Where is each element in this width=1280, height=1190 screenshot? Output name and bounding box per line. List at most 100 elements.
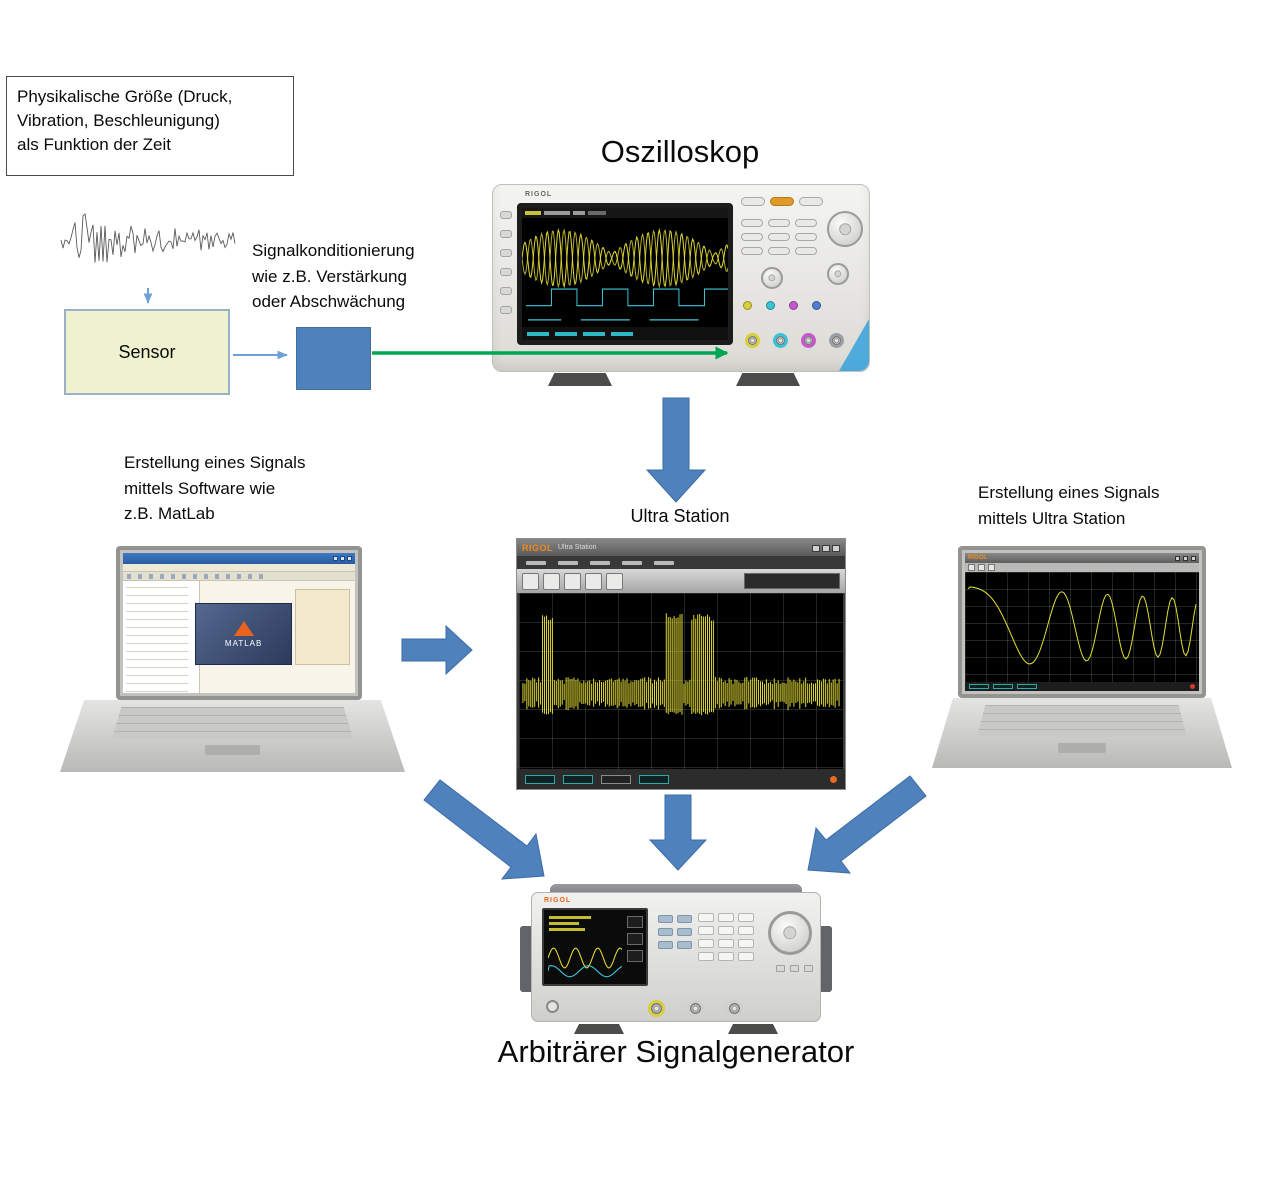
- rigol-logo: RIGOL: [522, 542, 553, 553]
- osc-foot-left: [548, 373, 612, 386]
- osc-waveform: [522, 227, 728, 321]
- us-mi: [654, 560, 674, 565]
- gen-fkey: [677, 928, 692, 936]
- us-mi: [526, 560, 546, 565]
- matlab-toolbar: [123, 572, 355, 581]
- matlab-left-panel: [123, 581, 200, 693]
- ultra-station-statusbar: [517, 769, 845, 789]
- signal-plot: [522, 613, 840, 716]
- generator-power-button: [546, 1000, 559, 1013]
- oscilloscope-title: Oszilloskop: [600, 134, 760, 169]
- ultra-station-menubar: [517, 556, 845, 569]
- us-tbtn: [606, 572, 623, 590]
- laptop-base: [60, 700, 405, 772]
- mini-statusbar: [965, 682, 1199, 691]
- generator-function-keys: [658, 915, 692, 949]
- osc-sbtn: [500, 287, 512, 295]
- window-buttons: [810, 539, 840, 557]
- gen-fkey: [677, 915, 692, 923]
- gen-key: [718, 952, 734, 961]
- bnc-sync: [726, 1000, 743, 1017]
- ultra-station-titlebar: RIGOL Ultra Station: [517, 539, 845, 556]
- osc-sbtn: [500, 268, 512, 276]
- osc-pill: [741, 233, 763, 241]
- status-dot: [830, 775, 837, 783]
- laptop-keyboard: [111, 707, 354, 739]
- osc-sbtn: [500, 211, 512, 219]
- gen-key: [738, 926, 754, 935]
- sensor-label: Sensor: [118, 341, 176, 362]
- signal-generator-device: RIGOL: [520, 884, 832, 1034]
- ultra-station-plot: [519, 593, 843, 769]
- ultra-station-window: RIGOL Ultra Station: [516, 538, 846, 790]
- matlab-menubar: [123, 564, 355, 572]
- gen-key: [738, 952, 754, 961]
- osc-top-buttons: [741, 197, 823, 206]
- bnc-output-1: [648, 1000, 665, 1017]
- ultra-station-note: Erstellung eines Signals mittels Ultra S…: [978, 483, 1160, 528]
- laptop-touchpad: [204, 745, 261, 755]
- osc-pill: [768, 219, 790, 227]
- rigol-logo: RIGOL: [968, 555, 987, 561]
- us-mi: [622, 560, 642, 565]
- osc-bnc-connectors: [745, 333, 844, 348]
- gen-key: [698, 926, 714, 935]
- osc-pill: [768, 247, 790, 255]
- rigol-logo: RIGOL: [525, 191, 553, 198]
- mini-toolbar: [965, 563, 1199, 572]
- osc-knob-3: [761, 267, 783, 289]
- mini-plot: [965, 572, 1199, 682]
- physical-quantity-box: Physikalische Größe (Druck, Vibration, B…: [6, 76, 294, 176]
- gen-key: [698, 913, 714, 922]
- mini-titlebar: RIGOL: [965, 553, 1199, 563]
- osc-screen-botbar: [522, 327, 728, 340]
- oscilloscope-screen: [517, 203, 733, 345]
- osc-channel-buttons: [743, 301, 821, 310]
- gen-key: [718, 913, 734, 922]
- signal-conditioning-note: Signalkonditionierung wie z.B. Verstärku…: [252, 241, 415, 311]
- generator-waveforms: [548, 947, 622, 978]
- gen-key: [698, 939, 714, 948]
- status-dot: [1190, 684, 1195, 689]
- laptop-screen: MATLAB: [116, 546, 362, 700]
- ultra-station-mini-window: RIGOL: [965, 553, 1199, 691]
- matlab-window: MATLAB: [123, 553, 355, 693]
- matlab-splash: MATLAB: [194, 603, 293, 665]
- bnc-output-2: [687, 1000, 704, 1017]
- osc-foot-right: [736, 373, 800, 386]
- arrow-oscilloscope-to-ultrastation: [645, 397, 707, 503]
- gen-key: [738, 913, 754, 922]
- rl-sb: [1017, 684, 1037, 689]
- generator-knob: [768, 911, 812, 955]
- rl-sb: [993, 684, 1013, 689]
- signal-conditioning-box: [296, 327, 371, 390]
- toolbar-dark-panel: [744, 573, 840, 589]
- us-mi: [558, 560, 578, 565]
- arrow-ultrastation-laptop-to-generator: [807, 775, 927, 874]
- laptop-screen: RIGOL: [958, 546, 1206, 698]
- osc-sbtn: [500, 230, 512, 238]
- generator-foot-left: [574, 1024, 624, 1034]
- gen-key: [738, 939, 754, 948]
- osc-pill: [768, 233, 790, 241]
- matlab-logo-text: MATLAB: [224, 638, 263, 648]
- gen-key: [718, 926, 734, 935]
- osc-sbtn: [500, 306, 512, 314]
- ultra-station-label: Ultra Station: [630, 506, 730, 526]
- generator-left-handle: [520, 926, 533, 992]
- generator-foot-right: [728, 1024, 778, 1034]
- matlab-note: Erstellung eines Signals mittels Softwar…: [124, 453, 306, 523]
- us-mi: [590, 560, 610, 565]
- generator-right-handle: [819, 926, 832, 992]
- matlab-logo-icon: [233, 620, 254, 636]
- generator-body: RIGOL: [531, 892, 821, 1022]
- laptop-ultra-station: RIGOL: [932, 546, 1232, 778]
- osc-button-grid: [741, 219, 819, 255]
- bnc-ch1: [745, 333, 760, 348]
- gen-fkey: [677, 941, 692, 949]
- rl-sb: [969, 684, 989, 689]
- oscilloscope-device: RIGOL: [492, 184, 870, 386]
- gen-fkey: [658, 928, 673, 936]
- laptop-keyboard: [977, 705, 1187, 737]
